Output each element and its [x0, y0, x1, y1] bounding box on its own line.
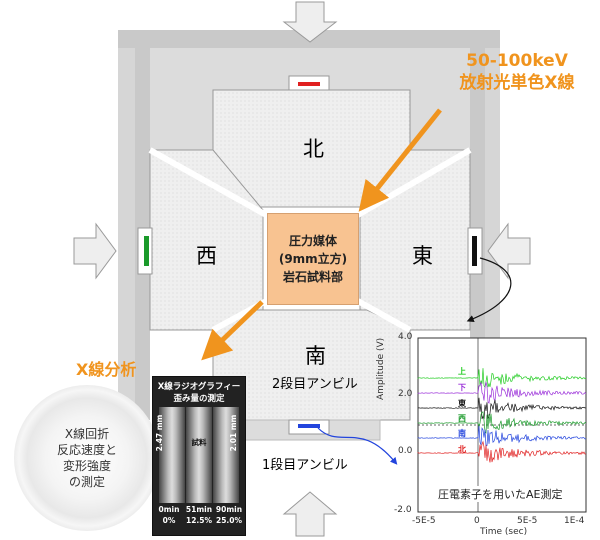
ae-plot	[417, 337, 587, 513]
cell-line-3: 岩石試料部	[282, 270, 343, 284]
frame-2-time: 90min	[215, 505, 243, 514]
beam-energy: 50-100keV	[466, 51, 568, 71]
pressure-medium-cell: 圧力媒体 (9mm立方) 岩石試料部	[267, 213, 359, 305]
radiography-column-2	[213, 407, 239, 503]
direction-north: 北	[303, 137, 324, 161]
length-right: 2.01 mm	[229, 414, 238, 452]
frame-1-time: 51min	[185, 505, 213, 514]
cell-line-2: (9mm立方)	[278, 252, 348, 266]
ae-traces	[417, 368, 587, 463]
ae-trace-3	[417, 411, 586, 434]
ae-xtick-2: 5E-5	[517, 516, 538, 526]
beam-out-arrow	[201, 300, 264, 361]
xrd-diffraction-pattern: X線回折 反応速度と 変形強度 の測定	[14, 385, 160, 531]
sensor-north-element	[298, 82, 320, 86]
xrd-line-2: 反応速度と	[56, 443, 117, 457]
channel-label-5: 北	[458, 445, 466, 454]
sensor-west-element	[144, 236, 149, 266]
beam-type: 放射光単色X線	[459, 73, 575, 93]
ae-ylabel: Amplitude (V)	[376, 337, 386, 400]
direction-south: 南	[305, 344, 326, 368]
beam-label: 50-100keV 放射光単色X線	[432, 50, 600, 94]
radiography-column-0	[159, 407, 185, 503]
xrd-line-4: の測定	[68, 475, 105, 489]
ae-xlabel: Time (sec)	[480, 527, 528, 537]
channel-label-4: 南	[458, 429, 466, 438]
ae-caption: 圧電素子を用いたAE測定	[438, 486, 563, 502]
sensor-east-element	[472, 236, 477, 266]
sensor-south-element	[298, 424, 320, 428]
direction-east: 東	[412, 244, 433, 268]
radiography-column-1	[186, 407, 212, 503]
ae-ytick-2: 0.0	[398, 446, 413, 456]
ae-xtick-3: 1E-4	[564, 516, 585, 526]
xrd-line-1: X線回折	[64, 427, 110, 441]
channel-label-2: 東	[458, 399, 466, 408]
beam-in-arrow	[358, 108, 442, 212]
frame-1-strain: 12.5%	[185, 516, 213, 525]
ae-ytick-3: -2.0	[394, 505, 412, 515]
ae-trace-1	[417, 381, 587, 404]
channel-label-0: 上	[458, 367, 466, 376]
ae-ytick-0: 4.0	[398, 332, 413, 342]
ae-trace-0	[417, 368, 587, 388]
load-arrow-bottom	[282, 491, 338, 537]
sample-label: 試料	[191, 438, 207, 447]
ae-connector-south	[317, 427, 398, 465]
cell-line-1: 圧力媒体	[288, 234, 337, 248]
second-stage-anvil-label: 2段目アンビル	[272, 377, 358, 392]
ae-ytick-1: 2.0	[398, 389, 413, 399]
frame-2-strain: 25.0%	[215, 516, 243, 525]
channel-label-1: 下	[458, 383, 466, 392]
ae-trace-4	[417, 425, 587, 447]
load-arrow-left	[73, 222, 117, 280]
frame-0-time: 0min	[158, 505, 180, 514]
ae-trace-2	[417, 397, 587, 420]
xrd-title: X線分析	[76, 360, 137, 379]
ae-connector-east	[466, 257, 512, 323]
load-arrow-top	[282, 1, 338, 43]
ae-xtick-1: 0	[474, 516, 480, 526]
channel-label-3: 西	[458, 414, 466, 423]
xrd-line-3: 変形強度	[62, 459, 111, 473]
direction-west: 西	[196, 244, 217, 268]
length-left: 2.47 mm	[155, 414, 164, 452]
radiography-image: X線ラジオグラフィー 歪み量の測定 2.47 mm 2.01 mm 試料 0mi…	[152, 376, 246, 536]
frame-0-strain: 0%	[162, 516, 176, 525]
first-stage-anvil-label: 1段目アンビル	[262, 458, 348, 473]
ae-trace-5	[417, 440, 587, 463]
radiography-title: X線ラジオグラフィー	[157, 382, 241, 392]
first-stage-anvil-frame	[118, 30, 500, 430]
ae-xtick-0: -5E-5	[412, 516, 436, 526]
radiography-subtitle: 歪み量の測定	[173, 394, 225, 404]
